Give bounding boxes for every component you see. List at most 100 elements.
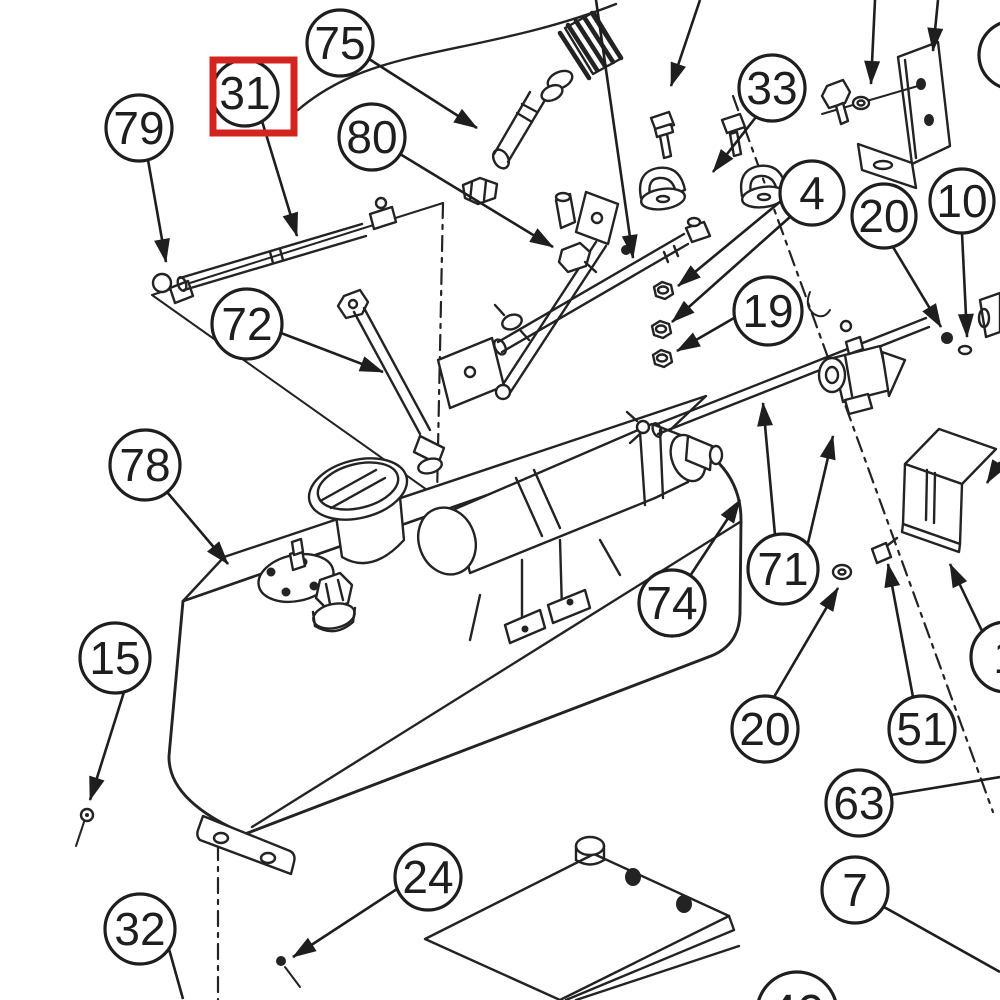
callout-label-31: 31 xyxy=(219,67,270,119)
callout-label-71: 71 xyxy=(757,543,808,595)
callout-79: 79 xyxy=(104,93,174,263)
washer-screw-cluster xyxy=(831,536,899,581)
callout-label-15: 15 xyxy=(89,632,140,684)
callout-80: 80 xyxy=(337,102,554,249)
callout-15: 15 xyxy=(78,621,152,801)
offscreen-leader-lines xyxy=(594,0,1000,484)
callout-circle-15 xyxy=(78,621,152,695)
callout-label-10: 10 xyxy=(936,175,987,227)
nut-stack xyxy=(650,280,675,369)
callout-circle-24 xyxy=(393,842,463,912)
callout-4-leader-0 xyxy=(677,199,782,288)
callout-72: 72 xyxy=(210,287,384,374)
callout-circle-4 xyxy=(778,159,846,227)
callout-7-leader-0 xyxy=(883,905,1000,974)
callout-label-74: 74 xyxy=(646,577,697,629)
callout-15-leader-0 xyxy=(88,691,126,801)
tube-72 xyxy=(336,288,446,475)
callout-circle-1a xyxy=(977,21,1000,89)
callout-label-24: 24 xyxy=(402,851,453,903)
callout-label-80: 80 xyxy=(346,111,397,163)
callout-label-72: 72 xyxy=(221,298,272,350)
callout-32: 32 xyxy=(103,892,185,1000)
callout-31-leader-0 xyxy=(260,120,299,237)
l-bracket xyxy=(820,40,952,190)
callout-79-leader-0 xyxy=(146,159,170,263)
callout-80-leader-0 xyxy=(399,152,554,249)
callout-1b-leader-0 xyxy=(948,563,985,634)
pump-handle xyxy=(436,190,631,410)
callout-label-63: 63 xyxy=(833,777,884,829)
callout-33-leader-0 xyxy=(711,116,758,173)
callout-label-20b: 20 xyxy=(739,703,790,755)
callout-1b: 1 xyxy=(948,563,1000,694)
offscreen-leader-1 xyxy=(669,0,702,87)
callout-51-leader-0 xyxy=(884,563,915,698)
callout-circle-72 xyxy=(210,287,284,361)
callout-7: 7 xyxy=(820,855,1000,974)
callout-10-leader-0 xyxy=(957,232,974,338)
callout-74-leader-0 xyxy=(688,499,742,577)
callout-32-leader-0 xyxy=(167,948,185,1000)
drain-plug xyxy=(311,571,357,633)
offscreen-leader-3 xyxy=(927,0,944,52)
callout-circle-7 xyxy=(820,855,890,925)
callout-78: 78 xyxy=(108,428,229,565)
callout-4: 4 xyxy=(671,159,846,323)
callout-label-32: 32 xyxy=(114,903,165,955)
callout-10: 10 xyxy=(928,167,996,338)
callout-circle-20a xyxy=(850,182,918,250)
valve-assembly xyxy=(806,291,1000,416)
callout-circle-20b xyxy=(730,694,800,764)
callout-label-1b: 1 xyxy=(993,631,1000,683)
rod-valve xyxy=(625,316,931,445)
callout-19-leader-0 xyxy=(676,316,735,353)
callout-label-20a: 20 xyxy=(858,190,909,242)
callout-circle-71 xyxy=(746,532,820,606)
callout-75-leader-0 xyxy=(368,57,478,130)
callout-circle-79 xyxy=(104,93,174,163)
mounting-plate xyxy=(423,835,741,1000)
clamp-bolt-left xyxy=(638,110,687,211)
callout-51: 51 xyxy=(884,563,957,764)
callout-circle-80 xyxy=(337,102,407,172)
callout-24-leader-0 xyxy=(292,887,398,959)
callout-circle-1b xyxy=(969,620,1000,694)
callout-balloons: 7931758033420101972787174153224205163711… xyxy=(78,8,1000,1000)
callout-33: 33 xyxy=(711,53,807,173)
cube-bracket xyxy=(900,427,998,554)
callout-63-leader-0 xyxy=(890,775,1000,797)
callout-label-51: 51 xyxy=(896,703,947,755)
callout-label-7: 7 xyxy=(842,864,868,916)
offscreen-leader-4 xyxy=(985,459,1000,484)
callout-circle-74 xyxy=(637,568,707,638)
hose-assembly xyxy=(296,2,624,170)
callout-19: 19 xyxy=(676,275,804,353)
callout-circle-33 xyxy=(737,53,807,123)
callout-circle-40 xyxy=(757,970,837,1000)
line-art xyxy=(75,2,1000,1000)
callout-label-79: 79 xyxy=(113,102,164,154)
offscreen-leader-2 xyxy=(864,0,881,85)
callout-circle-78 xyxy=(108,428,182,502)
callout-label-40: 40 xyxy=(769,985,825,1000)
callout-40: 40 xyxy=(757,970,837,1000)
callout-20a-leader-0 xyxy=(891,246,943,328)
offscreen-leader-0 xyxy=(594,0,638,259)
callout-circle-63 xyxy=(824,768,894,838)
callout-71-leader-1 xyxy=(806,435,836,544)
callout-78-leader-0 xyxy=(166,491,229,565)
callout-1a: 1 xyxy=(977,21,1000,89)
callout-circle-19 xyxy=(732,275,804,347)
clamp-bolt-right xyxy=(720,112,788,209)
callout-20b: 20 xyxy=(730,587,840,764)
callout-label-19: 19 xyxy=(742,285,793,337)
flange-fitting xyxy=(257,537,335,604)
callout-20b-leader-0 xyxy=(772,587,840,698)
callout-75: 75 xyxy=(305,8,478,130)
callout-71: 71 xyxy=(746,402,836,606)
pump-assembly xyxy=(417,422,724,645)
callout-circle-51 xyxy=(887,694,957,764)
